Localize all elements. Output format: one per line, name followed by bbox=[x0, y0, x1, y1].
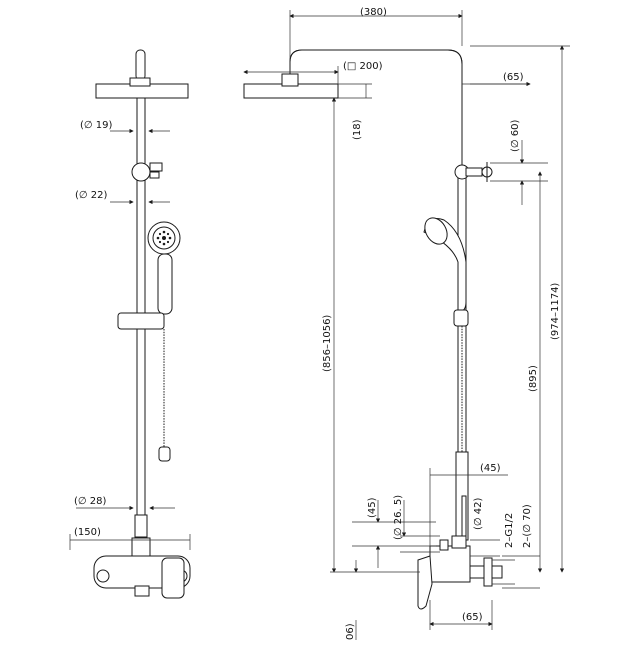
dim-offset-65-top: (65) bbox=[462, 72, 531, 87]
dim-text-thread: 2–G1/2 bbox=[504, 513, 515, 548]
dim-diameter-22: (∅ 22) bbox=[75, 190, 170, 205]
dim-head-200: (□ 200) bbox=[243, 61, 383, 84]
front-hand-shower bbox=[147, 221, 181, 315]
dim-valve-depth-45: (45) bbox=[429, 463, 508, 546]
dim-text-65-top: (65) bbox=[503, 72, 524, 83]
dim-inlet-45: (45) bbox=[352, 497, 436, 568]
dim-text-rail-height: (856–1056) bbox=[322, 315, 333, 372]
dim-text-45-left: (45) bbox=[367, 497, 378, 518]
dim-bottom-height: 06) bbox=[330, 560, 420, 640]
dim-text-26-5: (∅ 26. 5) bbox=[393, 495, 404, 540]
dim-thread: 2–G1/2 bbox=[492, 513, 515, 585]
front-top-arm bbox=[135, 49, 146, 81]
dim-arm-length-380: (380) bbox=[289, 7, 463, 60]
dim-holder-height: (895) bbox=[528, 171, 543, 573]
dim-text-895: (895) bbox=[528, 365, 539, 392]
dim-text-28: (∅ 28) bbox=[74, 496, 107, 507]
dim-diameter-28: (∅ 28) bbox=[74, 496, 175, 511]
dim-offset-150: (150) bbox=[69, 527, 191, 550]
dim-text-flange: 2–(∅ 70) bbox=[522, 504, 533, 548]
dim-holder-60: (∅ 60) bbox=[490, 119, 548, 205]
dim-text-200: (□ 200) bbox=[343, 61, 383, 72]
dim-text-bottom: 06) bbox=[345, 623, 356, 640]
dim-text-22: (∅ 22) bbox=[75, 190, 108, 201]
dim-flange: 2–(∅ 70) bbox=[502, 504, 540, 589]
dim-text-65-bottom: (65) bbox=[462, 612, 483, 623]
front-slider bbox=[117, 312, 165, 330]
dim-total-height: (974–1174) bbox=[470, 45, 570, 573]
dim-text-42: (∅ 42) bbox=[473, 497, 484, 530]
front-view: (∅ 19) (∅ 22) (∅ 28) (150) bbox=[69, 49, 191, 599]
dim-text-45-right: (45) bbox=[480, 463, 501, 474]
front-valve bbox=[93, 537, 191, 599]
dim-text-19: (∅ 19) bbox=[80, 120, 113, 131]
dim-rail-height: (856–1056) bbox=[322, 97, 337, 573]
front-holder-knob bbox=[131, 162, 151, 182]
dim-offset-65-bottom: (65) bbox=[429, 600, 493, 630]
dim-body-42: (∅ 42) bbox=[470, 497, 500, 557]
dim-diameter-19: (∅ 19) bbox=[80, 120, 170, 134]
dim-text-150: (150) bbox=[74, 527, 101, 538]
side-hand-shower bbox=[423, 217, 467, 313]
side-valve bbox=[417, 535, 503, 610]
dim-head-18: (18) bbox=[338, 83, 372, 140]
dim-text-total-height: (974–1174) bbox=[550, 283, 561, 340]
dim-text-18: (18) bbox=[352, 119, 363, 140]
dim-text-380: (380) bbox=[360, 7, 387, 18]
dim-text-60: (∅ 60) bbox=[510, 119, 521, 152]
side-view: (380) (□ 200) (18) (65) (∅ 60) bbox=[243, 7, 570, 640]
dim-inlet-26-5: (∅ 26. 5) bbox=[393, 495, 440, 553]
